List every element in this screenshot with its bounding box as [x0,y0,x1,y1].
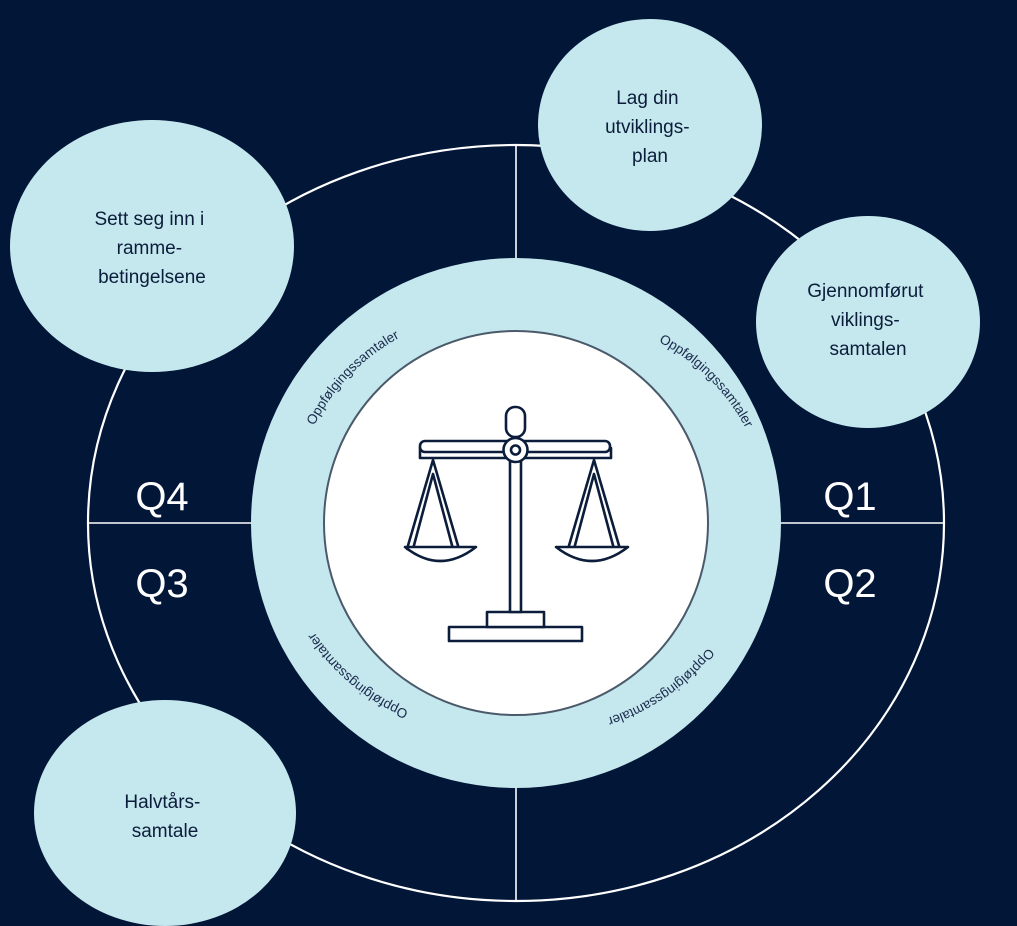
bubble-framework-conditions-text: Sett seg inn i ramme- betingelsene [94,209,209,288]
quarter-label-q2: Q2 [823,562,876,606]
bubble-framework-conditions: Sett seg inn i ramme- betingelsene [10,120,294,372]
bubble-conduct-conversation-text: Gjennomførut viklings- samtalen [807,281,928,360]
quarter-label-q4: Q4 [135,475,188,519]
quarter-label-q3: Q3 [135,562,188,606]
bubble-development-plan-text: Lag din utviklings- plan [605,88,695,167]
bubble-conduct-conversation: Gjennomførut viklings- samtalen [756,216,980,428]
bubble-development-plan: Lag din utviklings- plan [538,19,762,231]
scales-of-justice-icon [403,405,630,643]
bubble-half-year-conversation: Halvtårs- samtale [34,700,296,926]
bubble-half-year-conversation-text: Halvtårs- samtale [124,792,205,842]
quarter-label-q1: Q1 [823,475,876,519]
